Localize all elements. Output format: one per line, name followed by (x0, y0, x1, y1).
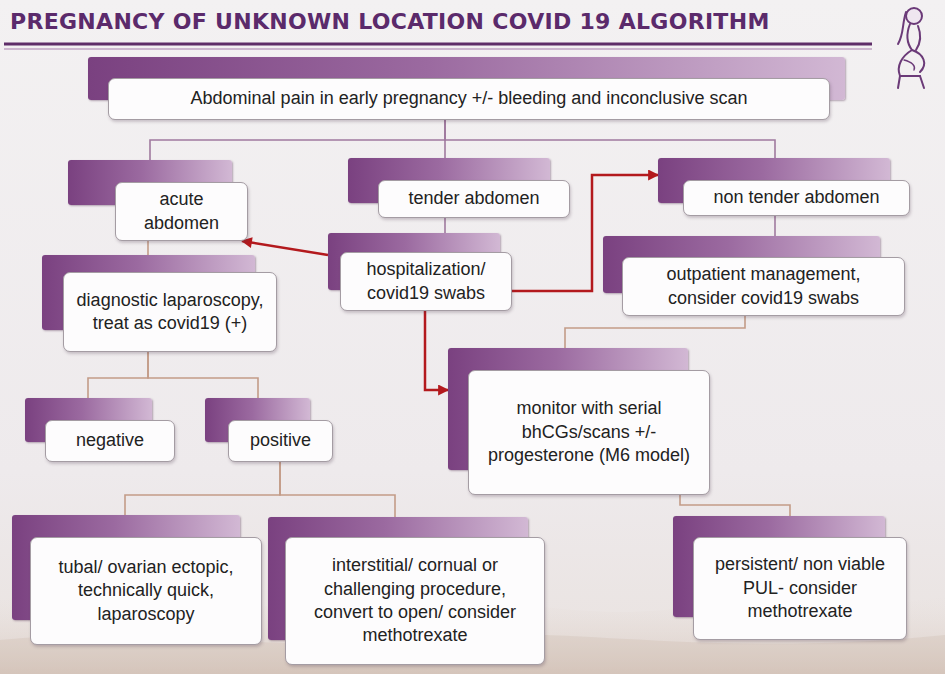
text-panel: Abdominal pain in early pregnancy +/- bl… (108, 78, 830, 120)
text-panel: negative (45, 420, 175, 462)
connector (150, 120, 445, 160)
connector (425, 311, 448, 390)
flow-box: Abdominal pain in early pregnancy +/- bl… (88, 57, 845, 120)
connector (444, 218, 446, 233)
box-text: diagnostic laparoscopy, treat as covid19… (73, 289, 267, 336)
flow-box: non tender abdomen (658, 158, 910, 216)
box-text: non tender abdomen (713, 186, 879, 209)
title-underline (4, 49, 872, 50)
box-text: tender abdomen (408, 187, 539, 210)
connector (88, 352, 148, 398)
title-underline (4, 43, 872, 46)
text-panel: non tender abdomen (683, 180, 910, 216)
connector (125, 462, 280, 515)
connector (680, 495, 790, 516)
text-panel: positive (228, 420, 333, 462)
flow-box: outpatient management, consider covid19 … (603, 236, 905, 316)
box-text: positive (250, 429, 311, 452)
text-panel: interstitial/ cornual or challenging pro… (285, 537, 545, 665)
flow-box: interstitial/ cornual or challenging pro… (268, 517, 545, 665)
text-panel: tubal/ ovarian ectopic, technically quic… (30, 537, 262, 645)
box-text: hospitalization/ covid19 swabs (350, 258, 502, 305)
connector (147, 241, 149, 255)
connector (148, 352, 258, 398)
connector (280, 462, 395, 517)
text-panel: acute abdomen (115, 182, 248, 241)
flow-box: diagnostic laparoscopy, treat as covid19… (42, 255, 277, 352)
connector (565, 316, 745, 348)
flow-box: acute abdomen (68, 160, 248, 241)
box-text: outpatient management, consider covid19 … (632, 263, 895, 310)
text-panel: hospitalization/ covid19 swabs (340, 252, 512, 311)
flow-box: tubal/ ovarian ectopic, technically quic… (12, 515, 262, 645)
flow-box: tender abdomen (348, 158, 570, 218)
box-text: negative (76, 429, 144, 452)
connector (445, 120, 775, 158)
connector (242, 241, 328, 255)
text-panel: outpatient management, consider covid19 … (622, 257, 905, 316)
flow-box: positive (205, 398, 333, 462)
box-text: Abdominal pain in early pregnancy +/- bl… (191, 87, 748, 110)
box-text: monitor with serial bhCGs/scans +/- prog… (478, 397, 700, 467)
text-panel: tender abdomen (378, 180, 570, 218)
box-text: interstitial/ cornual or challenging pro… (295, 554, 535, 648)
flow-box: negative (25, 398, 175, 462)
diagram-title: PREGNANCY OF UNKNOWN LOCATION COVID 19 A… (10, 9, 770, 34)
box-text: persistent/ non viable PUL- consider met… (703, 553, 897, 623)
connector (774, 216, 776, 236)
flow-box: hospitalization/ covid19 swabs (328, 233, 512, 311)
box-text: acute abdomen (125, 188, 238, 235)
text-panel: persistent/ non viable PUL- consider met… (693, 537, 907, 640)
flow-box: persistent/ non viable PUL- consider met… (673, 516, 907, 640)
flow-box: monitor with serial bhCGs/scans +/- prog… (448, 348, 710, 495)
pregnant-woman-icon (898, 8, 924, 88)
box-text: tubal/ ovarian ectopic, technically quic… (40, 556, 252, 626)
text-panel: monitor with serial bhCGs/scans +/- prog… (468, 370, 710, 495)
text-panel: diagnostic laparoscopy, treat as covid19… (63, 272, 277, 352)
